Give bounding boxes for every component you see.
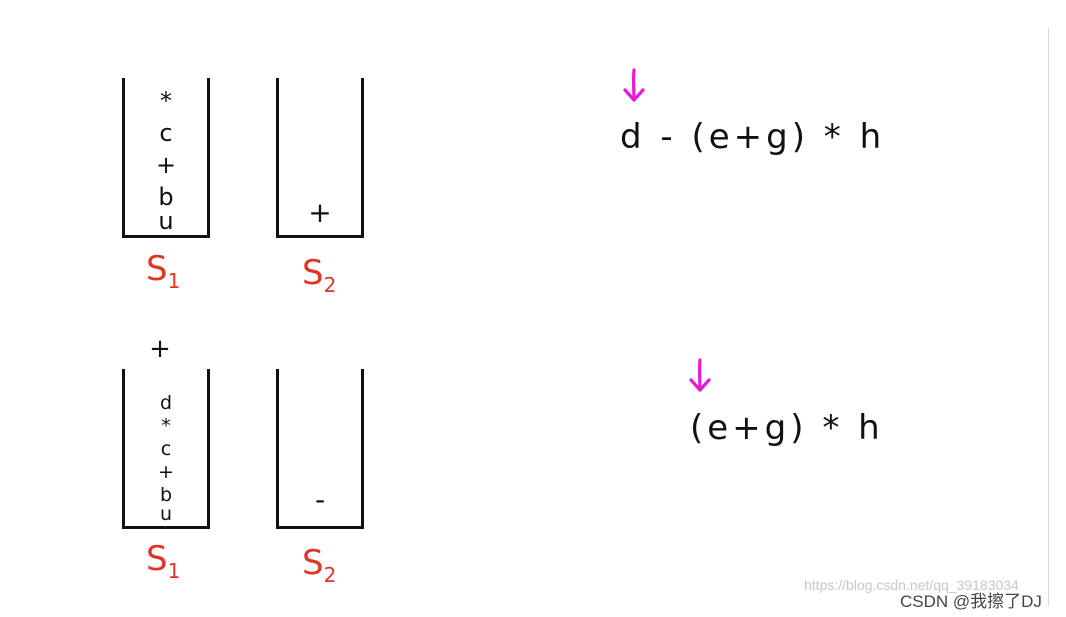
right-border-line [1048, 28, 1049, 606]
stack-item: c [160, 438, 172, 460]
credit-text: CSDN @我擦了DJ [900, 592, 1042, 611]
stack-item: * [160, 87, 172, 115]
stack-item: + [158, 461, 174, 483]
stack-item: c [159, 119, 173, 147]
label-s1-bottom: S1 [146, 542, 180, 581]
stack-item: u [159, 503, 173, 525]
watermark-url: https://blog.csdn.net/qq_39183034 [804, 577, 1019, 593]
expression-top: d - (e+g) * h [620, 117, 886, 157]
label-letter: S [146, 249, 168, 289]
pointer-arrow-icon [689, 358, 711, 392]
stack-s1-top: u b + c * [122, 78, 210, 238]
stack-item: + [155, 151, 177, 179]
stack-item: - [314, 483, 326, 516]
stack-s2-top: + [276, 78, 364, 238]
label-letter: S [302, 253, 324, 293]
stack-item: b [158, 183, 174, 211]
stack-s1-top-items: u b + c * [125, 81, 207, 233]
label-subscript: 2 [323, 273, 337, 297]
label-s2-bottom: S2 [302, 546, 336, 585]
pointer-arrow-icon [623, 68, 645, 102]
stack-s2-bottom: - [276, 369, 364, 529]
stack-item: b [159, 484, 173, 506]
label-letter: S [302, 543, 324, 583]
expression-bottom: (e+g) * h [690, 408, 884, 448]
stack-s1-bottom-items: u b + c * d [125, 390, 207, 524]
label-subscript: 2 [323, 563, 337, 587]
label-subscript: 1 [167, 559, 181, 583]
label-letter: S [146, 539, 168, 579]
stack-item: + [308, 196, 332, 229]
stack-item: u [158, 207, 174, 235]
stack-item: d [159, 392, 173, 414]
stack-item: * [161, 415, 171, 437]
stack-s1-bottom: u b + c * d [122, 369, 210, 529]
label-s2-top: S2 [302, 256, 336, 295]
stack-s1-incoming-item: + [149, 334, 171, 364]
label-s1-top: S1 [146, 252, 180, 291]
label-subscript: 1 [167, 269, 181, 293]
